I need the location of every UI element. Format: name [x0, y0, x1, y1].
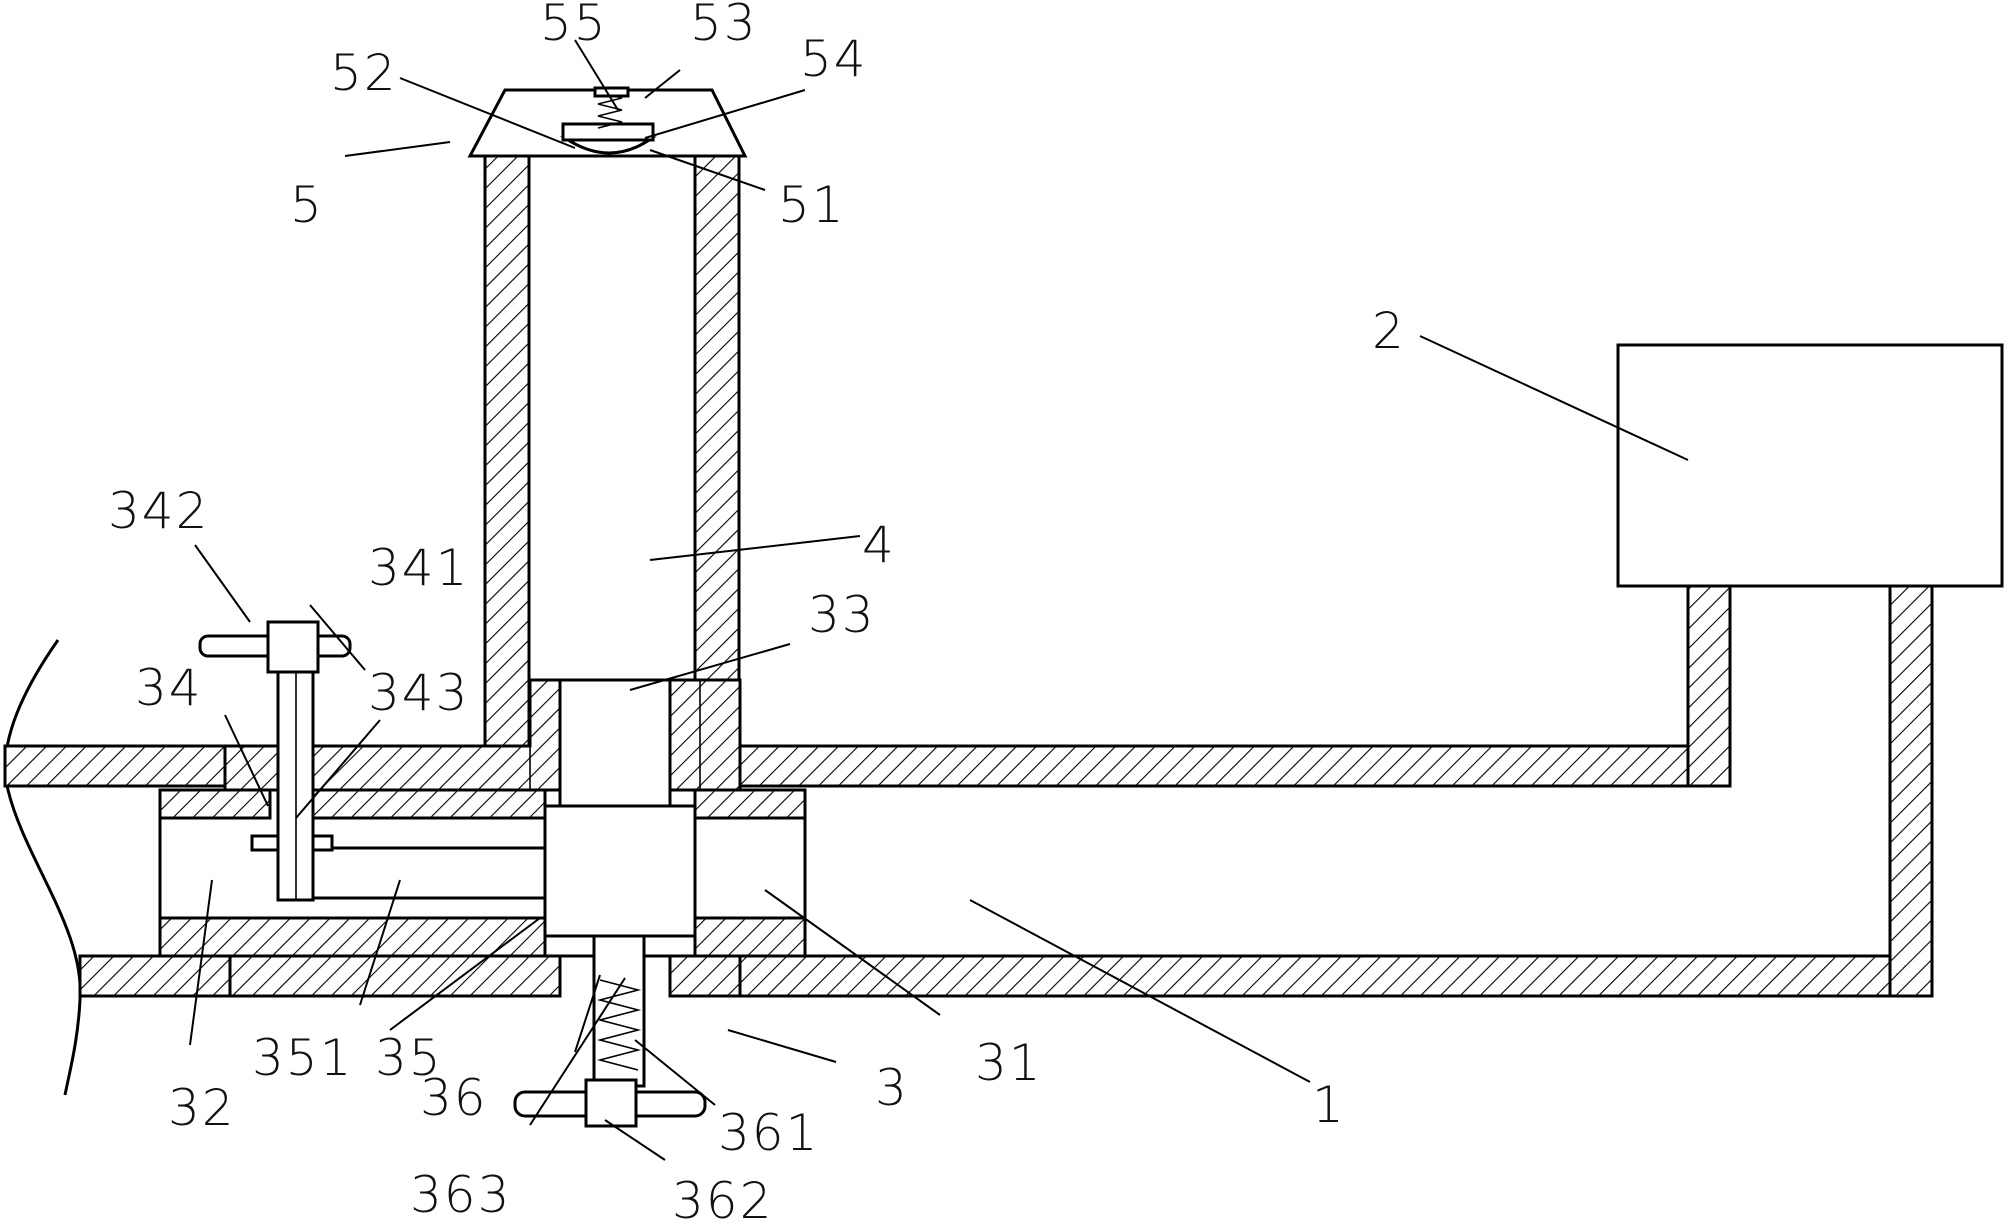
vertical-tube [483, 154, 741, 748]
label-53: 53 [690, 0, 758, 52]
leader-lines [189, 39, 1689, 1161]
label-51: 51 [778, 176, 846, 234]
break-line [3, 639, 82, 1096]
label-34: 34 [135, 659, 203, 717]
label-33: 33 [808, 586, 876, 644]
label-342: 342 [108, 482, 209, 540]
label-2: 2 [1372, 302, 1406, 360]
manual-valve-34 [198, 620, 352, 902]
screw-valve-36 [513, 934, 707, 1128]
label-361: 361 [718, 1104, 819, 1162]
top-cap [467, 86, 748, 158]
label-55: 55 [540, 0, 608, 52]
label-52: 52 [330, 44, 398, 102]
label-343: 343 [368, 664, 469, 722]
label-35: 35 [375, 1029, 443, 1087]
label-3: 3 [875, 1059, 909, 1117]
reference-labels: 1 2 3 4 5 31 32 33 34 35 36 51 52 53 54 … [108, 0, 1406, 1222]
label-1: 1 [1312, 1076, 1346, 1134]
connecting-pipes [1686, 584, 1934, 998]
label-32: 32 [168, 1079, 236, 1137]
valve-core [250, 804, 697, 958]
label-362: 362 [672, 1172, 773, 1222]
label-36: 36 [420, 1069, 488, 1127]
label-351: 351 [252, 1029, 353, 1087]
control-box [1616, 343, 2004, 588]
label-31: 31 [975, 1034, 1043, 1092]
valve-body [158, 678, 807, 998]
label-4: 4 [862, 516, 896, 574]
label-341: 341 [368, 539, 469, 597]
label-54: 54 [800, 30, 868, 88]
label-5: 5 [290, 176, 324, 234]
label-363: 363 [410, 1166, 511, 1222]
